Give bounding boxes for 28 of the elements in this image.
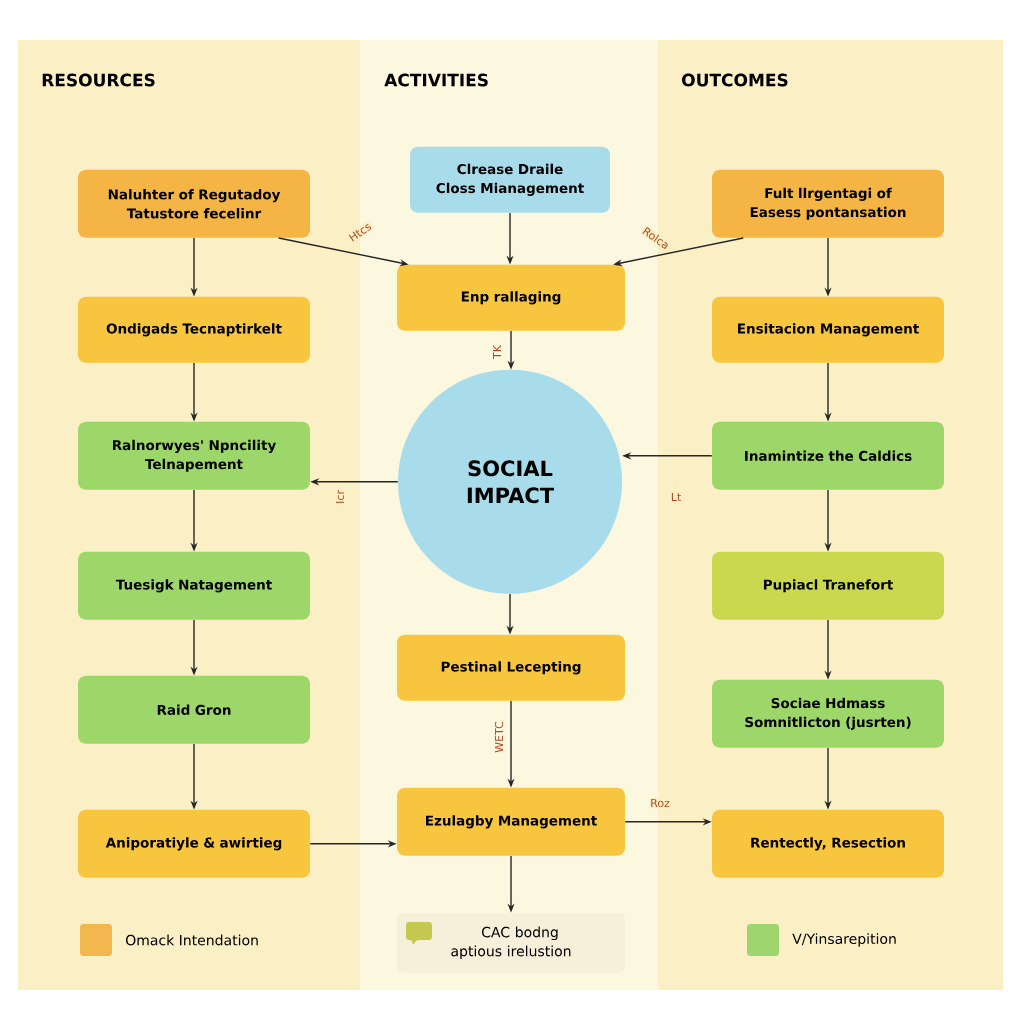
column-heading: ACTIVITIES bbox=[384, 73, 488, 87]
process-box: Aniporatiyle & awirtieg bbox=[78, 809, 310, 878]
process-box: Ralnorwyes' Npncility Telnapement bbox=[78, 421, 310, 490]
process-box: Tuesigk Natagement bbox=[78, 551, 310, 620]
edge-label: WETC bbox=[493, 720, 505, 754]
process-box: Pupiacl Tranefort bbox=[712, 551, 944, 620]
process-box: Ezulagby Management bbox=[397, 787, 625, 856]
edge-label: Htcs bbox=[346, 220, 374, 244]
process-box: Naluhter of Regutadoy Tatustore fecelinr bbox=[78, 169, 310, 238]
edge-label: Roz bbox=[649, 797, 671, 809]
process-box: Rentectly, Resection bbox=[712, 809, 944, 878]
process-box: Sociae Hdmass Somnitlicton (jusrten) bbox=[712, 679, 944, 748]
process-box: Fult llrgentagi of Easess pontansation bbox=[712, 169, 944, 238]
process-box: Ensitacion Management bbox=[712, 296, 944, 363]
process-box: Enp rallaging bbox=[397, 264, 625, 331]
note-box: CAC bodng aptious irelustion bbox=[397, 912, 625, 973]
column-heading: OUTCOMES bbox=[682, 73, 788, 87]
edge-label: Icr bbox=[334, 489, 346, 505]
process-box: Clrease Draile Closs Mianagement bbox=[410, 146, 610, 213]
process-box: Inamintize the Caldics bbox=[712, 421, 944, 490]
process-box: Pestinal Lecepting bbox=[397, 634, 625, 701]
legend-label: Omack Intendation bbox=[126, 934, 258, 946]
column-heading: RESOURCES bbox=[42, 73, 155, 87]
process-box: Ondigads Tecnaptirkelt bbox=[78, 296, 310, 363]
legend-label: V/Yinsarepition bbox=[792, 933, 896, 947]
edge-label: Lt bbox=[669, 492, 683, 502]
process-box: Raid Gron bbox=[78, 675, 310, 744]
edge-label: TK bbox=[492, 344, 502, 360]
